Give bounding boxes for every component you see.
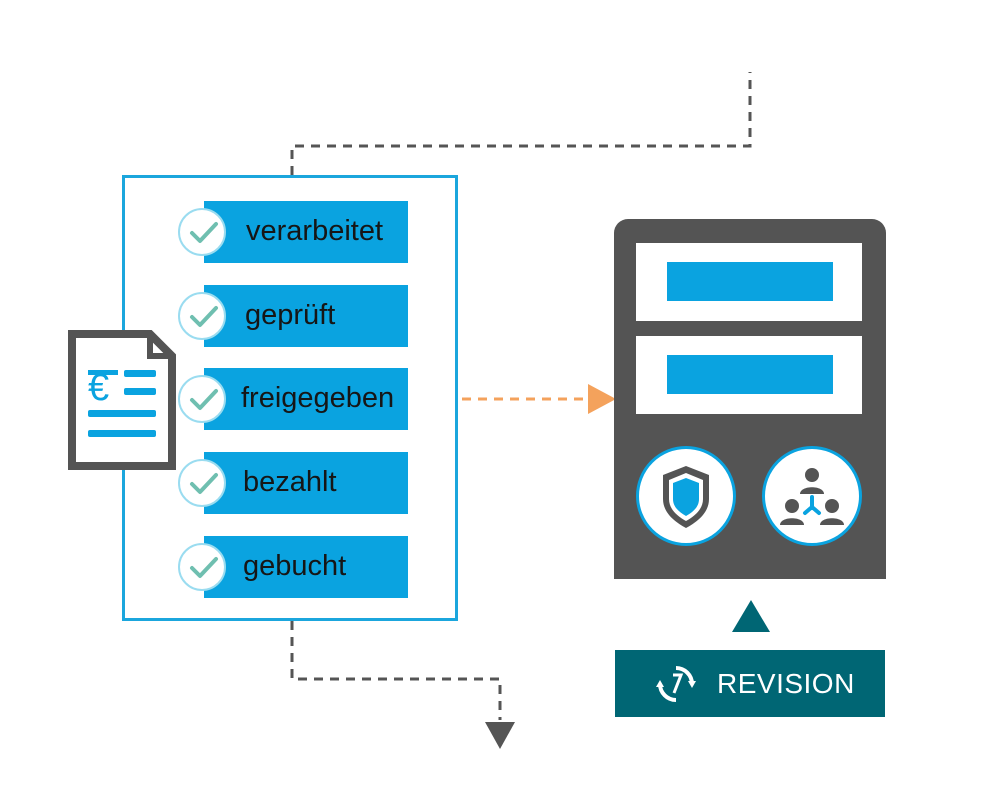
checkmark-icon: [178, 375, 226, 423]
checkmark-icon: [178, 292, 226, 340]
record-box: [636, 243, 862, 321]
record-box: [636, 336, 862, 414]
status-label: gebucht: [243, 550, 347, 582]
revision-button[interactable]: REVISION: [615, 650, 885, 717]
status-item-geprueft: geprüft: [178, 285, 410, 347]
revision-label: REVISION: [717, 668, 855, 699]
record-bar: [667, 262, 833, 301]
orange-arrowhead-icon: [588, 384, 616, 414]
checkmark-icon: [178, 208, 226, 256]
security-shield-icon: [636, 446, 736, 546]
status-label: bezahlt: [243, 466, 337, 498]
status-bar: [204, 368, 408, 430]
top-dashed-connector: [290, 72, 752, 175]
status-label: geprüft: [245, 299, 336, 331]
bottom-dashed-connector: [290, 621, 502, 720]
checkmark-icon: [178, 459, 226, 507]
status-bar: [204, 536, 408, 598]
status-bar: [204, 452, 408, 514]
checkmark-icon: [178, 543, 226, 591]
status-label: verarbeitet: [246, 215, 384, 247]
team-network-icon: [762, 446, 862, 546]
revision-device-panel: [614, 219, 886, 579]
status-bar: [204, 285, 408, 347]
euro-symbol: €: [88, 367, 109, 409]
status-item-verarbeitet: verarbeitet: [178, 201, 410, 263]
up-arrow-icon: [732, 600, 770, 632]
down-arrow-icon: [485, 722, 515, 749]
status-bar: [204, 201, 408, 263]
revision-cycle-icon: [655, 663, 697, 710]
status-item-bezahlt: bezahlt: [178, 452, 410, 514]
status-item-freigegeben: freigegeben: [178, 368, 410, 430]
invoice-document-icon: €: [68, 330, 176, 470]
status-label: freigegeben: [241, 382, 395, 414]
status-item-gebucht: gebucht: [178, 536, 410, 598]
record-bar: [667, 355, 833, 394]
